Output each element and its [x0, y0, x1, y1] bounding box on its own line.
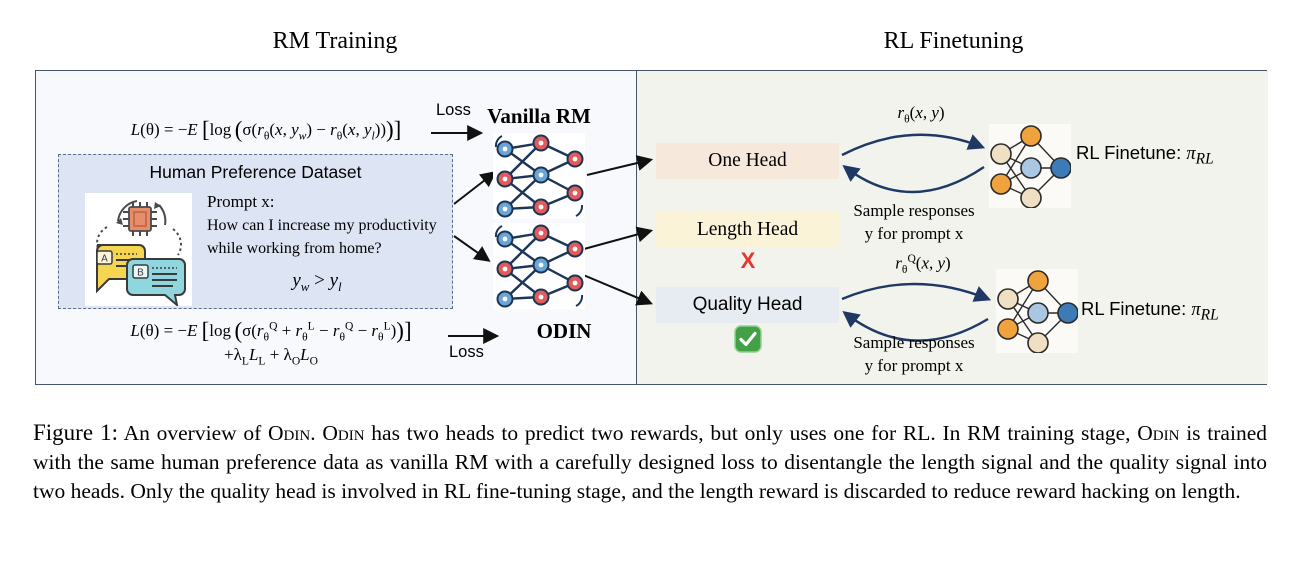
dataset-title: Human Preference Dataset — [149, 162, 362, 182]
sample-responses-top: Sample responses y for prompt x — [804, 199, 1024, 245]
prompt-line1: How can I increase my productivity — [207, 217, 437, 234]
accent-arc-icon — [575, 204, 584, 217]
length-head-label: Length Head — [696, 219, 799, 240]
sample-top-line2: y for prompt x — [864, 224, 964, 243]
odin-loss-formula-line2: +λLLL + λOLO — [224, 345, 318, 368]
length-head-box: Length Head — [656, 212, 839, 248]
rl-finetune-label-top: RL Finetune: πRL — [1076, 142, 1214, 168]
policy-network-icon-bottom — [996, 269, 1078, 353]
quality-head-box: Quality Head — [656, 287, 839, 323]
vanilla-rm-label: Vanilla RM — [487, 104, 591, 128]
vanilla-rm-network-icon — [493, 133, 585, 219]
preference-data-icon: A B — [85, 193, 192, 306]
loss-label-top: Loss — [436, 101, 471, 119]
reward-label-bottom: rθQ(x, y) — [895, 252, 951, 277]
speech-bubble-b-icon: B — [126, 258, 186, 306]
accent-arc-icon — [494, 225, 503, 238]
loss-label-bottom: Loss — [449, 343, 484, 361]
check-icon — [734, 325, 762, 353]
human-preference-dataset-box: Human Preference Dataset — [58, 154, 453, 309]
rm-training-title: RM Training — [272, 28, 398, 54]
one-head-box: One Head — [656, 143, 839, 179]
figure-caption: Figure 1: An overview of Odin. Odin has … — [33, 418, 1267, 506]
figure-caption-text: An overview of Odin. Odin has two heads … — [33, 420, 1267, 503]
one-head-label: One Head — [708, 150, 787, 171]
chip-icon — [123, 202, 157, 236]
quality-head-label: Quality Head — [692, 294, 803, 315]
odin-overview-diagram: L(θ) = −E [log (σ(rθ(x, yw) − rθ(x, yl))… — [35, 70, 1268, 385]
sample-bottom-line1: Sample responses — [853, 333, 975, 352]
odin-label: ODIN — [536, 319, 592, 343]
rl-finetune-label-bottom: RL Finetune: πRL — [1081, 298, 1219, 324]
rl-finetuning-title: RL Finetuning — [883, 28, 1024, 54]
sample-bottom-line2: y for prompt x — [864, 356, 964, 375]
reject-x-mark: X — [740, 248, 756, 273]
figure-caption-label: Figure 1: — [33, 419, 119, 445]
preference-inequality: yw > yl — [292, 270, 342, 294]
prompt-heading: Prompt x: — [207, 192, 275, 211]
vanilla-rm-loss-formula: L(θ) = −E [log (σ(rθ(x, yw) − rθ(x, yl))… — [130, 117, 402, 143]
odin-loss-formula-line1: L(θ) = −E [log (σ(rθQ + rθL − rθQ − rθL)… — [130, 318, 412, 344]
cycle-arrows-icon — [96, 200, 182, 256]
sample-responses-bottom: Sample responses y for prompt x — [804, 331, 1024, 377]
odin-network-icon — [493, 223, 585, 309]
prompt-line2: while working from home? — [207, 240, 382, 257]
reward-label-top: rθ(x, y) — [897, 103, 945, 126]
svg-text:B: B — [137, 268, 144, 279]
policy-network-icon-top — [989, 124, 1071, 208]
svg-text:A: A — [101, 254, 108, 265]
accent-arc-icon — [575, 294, 584, 307]
sample-top-line1: Sample responses — [853, 201, 975, 220]
accent-arc-icon — [494, 135, 503, 148]
